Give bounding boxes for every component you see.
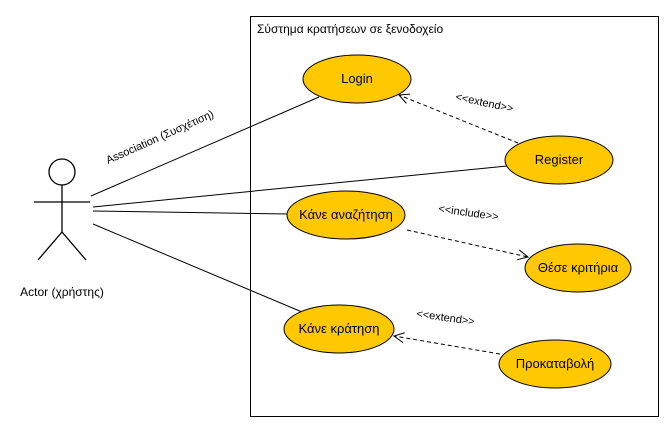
association-search xyxy=(92,210,290,215)
association-register xyxy=(92,165,508,208)
use-case-login[interactable]: Login xyxy=(302,54,412,104)
system-title: Σύστημα κρατήσεων σε ξενοδοχείο xyxy=(257,22,443,36)
extend-arrow-deposit-booking xyxy=(394,336,501,355)
use-case-criteria[interactable]: Θέσε κριτήρια xyxy=(524,243,632,293)
actor-label: Actor (χρήστης) xyxy=(20,285,104,299)
association-lines xyxy=(90,96,508,313)
use-case-deposit-label: Προκαταβολή xyxy=(516,356,595,371)
extend-arrow-register-login xyxy=(399,95,519,144)
dependency-arrows xyxy=(394,95,528,355)
actor-figure xyxy=(34,158,90,261)
association-login xyxy=(90,96,320,197)
use-case-criteria-label: Θέσε κριτήρια xyxy=(538,260,619,275)
association-booking xyxy=(92,223,303,313)
use-case-search-label: Κάνε αναζήτηση xyxy=(299,207,393,222)
use-case-deposit[interactable]: Προκαταβολή xyxy=(498,339,612,389)
use-case-register-label: Register xyxy=(535,152,584,167)
use-case-booking-label: Κάνε κράτηση xyxy=(299,321,380,336)
use-case-search[interactable]: Κάνε αναζήτηση xyxy=(286,190,406,240)
use-case-register[interactable]: Register xyxy=(504,135,614,185)
association-label: Association (Συσχέτιση) xyxy=(104,108,215,166)
use-case-booking[interactable]: Κάνε κράτηση xyxy=(283,304,395,354)
use-case-login-label: Login xyxy=(341,71,373,86)
